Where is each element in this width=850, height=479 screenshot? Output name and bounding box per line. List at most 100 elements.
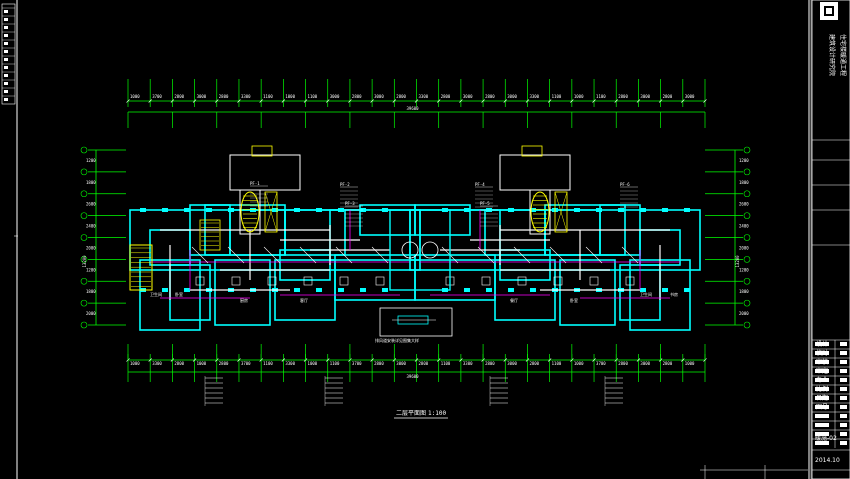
dim-tick [148, 358, 152, 362]
drawing-title: 二层平面图 1:100 [394, 410, 448, 419]
air-outlet [339, 276, 349, 286]
strip-mark [4, 18, 8, 21]
dim-label: 1100 [552, 361, 562, 366]
fixture-line [335, 246, 353, 264]
roof-vent-icon [521, 145, 543, 157]
axis-bubble [80, 321, 88, 329]
column [382, 208, 388, 212]
dim-label: 2600 [86, 202, 96, 207]
dim-tick [192, 99, 197, 103]
dim-tick [326, 99, 330, 103]
dim-label: 1000 [285, 94, 295, 99]
title-block-frame [808, 0, 850, 479]
fixture-line [513, 246, 531, 264]
dim-tick [547, 358, 552, 362]
axis-bubble [743, 212, 751, 219]
dim-label: 2800 [352, 94, 362, 99]
dim-tick [370, 358, 374, 362]
dim-tick [281, 358, 286, 362]
column [618, 208, 624, 212]
dim-label: 1000 [685, 361, 695, 366]
machine-room [499, 154, 571, 191]
air-outlet [589, 276, 599, 286]
tb-cell [815, 342, 829, 346]
strip-mark [4, 66, 8, 69]
center-core [389, 209, 451, 291]
axis-bubble [743, 299, 751, 307]
dim-tick [592, 99, 596, 103]
roof-vent-icon [251, 145, 273, 157]
dim-label: 3000 [374, 94, 384, 99]
box-cross [554, 191, 568, 233]
dim-label: 3000 [640, 361, 650, 366]
duct-tag: PF-6 [620, 182, 630, 187]
dim-label: 1000 [308, 361, 318, 366]
tb-row-label: 校对 [816, 349, 828, 357]
column [140, 208, 146, 212]
dim-tick [192, 358, 197, 362]
dim-label: 1100 [263, 94, 273, 99]
dim-label: 2800 [374, 361, 384, 366]
duct-tag: PF-1 [250, 181, 260, 186]
dim-tick [303, 99, 308, 103]
tb-row-label: 比例 [816, 385, 828, 393]
left-margin-strip [1, 0, 18, 479]
dim-label: 2800 [219, 94, 229, 99]
column [338, 208, 344, 212]
dim-tick [414, 358, 419, 362]
fixture-line [477, 246, 495, 264]
column [640, 288, 646, 292]
duct-tag: PF-5 [480, 201, 490, 206]
column [574, 208, 580, 212]
room-label: 餐厅 [510, 297, 518, 303]
duct-tag: PF-2 [340, 182, 350, 187]
column [316, 288, 322, 292]
column [162, 208, 168, 212]
dim-label: 3700 [152, 94, 162, 99]
tb-cell [840, 441, 847, 445]
axis-bubble [743, 321, 751, 329]
stair-core [530, 191, 550, 233]
tb-cell [840, 387, 847, 391]
dim-label: 1100 [596, 94, 606, 99]
air-outlet [481, 276, 491, 286]
dim-label: 2800 [219, 361, 229, 366]
dim-label: 3000 [507, 361, 517, 366]
box-cross [264, 191, 278, 233]
room-label: 卧室 [570, 297, 578, 303]
axis-bubble [80, 146, 88, 154]
column [684, 208, 690, 212]
dim-label: 3300 [529, 94, 539, 99]
tb-cell [840, 396, 847, 400]
wall [214, 259, 271, 326]
dim-total-label: 39600 [407, 106, 420, 111]
column [464, 208, 470, 212]
dim-label: 2800 [396, 94, 406, 99]
column [250, 208, 256, 212]
column [530, 208, 536, 212]
tb-cell [815, 378, 829, 382]
dim-label: 2600 [739, 202, 749, 207]
axis-bubble [80, 277, 88, 285]
wall [559, 259, 616, 326]
dim-label: 2800 [485, 361, 495, 366]
dim-label: 3300 [463, 361, 473, 366]
strip-mark [4, 58, 8, 61]
column [184, 208, 190, 212]
dim-tick [525, 99, 530, 103]
dim-label: 3700 [241, 361, 251, 366]
column [684, 288, 690, 292]
column [662, 288, 668, 292]
dim-label: 2000 [739, 245, 749, 250]
tb-row-label: 审核 [816, 358, 828, 366]
dim-tick [503, 99, 507, 103]
fixture-line [227, 246, 245, 264]
column [206, 208, 212, 212]
tb-cell [840, 423, 847, 427]
dim-label: 1100 [308, 94, 318, 99]
